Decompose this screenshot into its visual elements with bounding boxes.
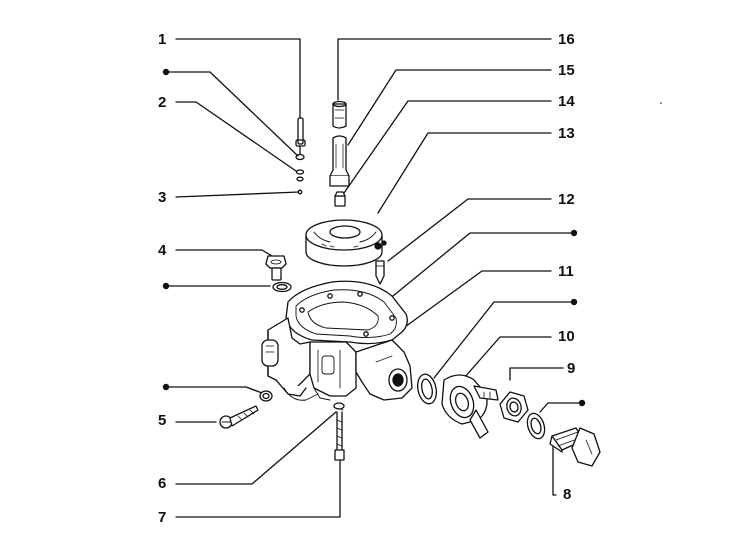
leader-line-unnumbered-d bbox=[392, 232, 575, 297]
callout-number: 13 bbox=[558, 125, 575, 142]
part-washer-hole bbox=[276, 284, 288, 290]
leader-line-9 bbox=[509, 367, 564, 381]
leader-line-unnumbered-f bbox=[539, 402, 583, 413]
speck bbox=[660, 102, 662, 104]
leader-line-7 bbox=[175, 459, 341, 518]
callout-number: 1 bbox=[158, 31, 167, 48]
leader-line-15 bbox=[347, 69, 552, 146]
part-small-ring-hole bbox=[262, 392, 270, 400]
callout-number: 8 bbox=[563, 486, 572, 503]
callout-dot bbox=[578, 399, 586, 407]
leader-line-10 bbox=[463, 336, 552, 379]
callout-number: 15 bbox=[558, 62, 575, 79]
part-carburettor-body bbox=[261, 280, 413, 401]
callout-dot bbox=[570, 229, 578, 237]
part-needle bbox=[295, 117, 306, 155]
callout-number: 10 bbox=[558, 328, 575, 345]
part-small-ring bbox=[259, 390, 273, 402]
callout-number: 16 bbox=[558, 31, 575, 48]
leader-line-4 bbox=[175, 249, 273, 257]
callout-number: 11 bbox=[558, 263, 574, 280]
part-long-screw bbox=[334, 411, 345, 461]
part-fitting bbox=[265, 255, 287, 281]
leader-line-unnumbered-a bbox=[165, 71, 299, 157]
leader-line-13 bbox=[377, 132, 552, 214]
leader-line-14 bbox=[343, 100, 552, 194]
part-atomiser bbox=[329, 135, 350, 187]
leader-line-11 bbox=[397, 270, 552, 333]
part-banjo-union bbox=[441, 374, 499, 439]
part-float-needle bbox=[375, 260, 385, 285]
leader-line-1 bbox=[175, 38, 301, 119]
part-spring bbox=[333, 402, 345, 411]
callout-number: 7 bbox=[158, 509, 167, 526]
callout-dot bbox=[162, 68, 170, 76]
leader-line-unnumbered-c bbox=[165, 386, 263, 394]
callout-dot bbox=[570, 298, 578, 306]
callout-number: 4 bbox=[158, 242, 167, 259]
leader-lines bbox=[165, 38, 583, 518]
part-float-disc bbox=[305, 219, 387, 267]
leader-line-16 bbox=[337, 38, 552, 101]
part-gasket-ring bbox=[417, 373, 437, 405]
callout-number: 14 bbox=[558, 93, 575, 110]
callout-dots bbox=[162, 68, 662, 407]
leader-line-8 bbox=[552, 445, 557, 496]
part-banjo-washer bbox=[526, 412, 546, 440]
leader-line-unnumbered-e bbox=[433, 301, 575, 379]
part-banjo-bolt bbox=[549, 427, 601, 467]
part-nut bbox=[499, 391, 529, 423]
part-idle-screw bbox=[219, 405, 259, 429]
callout-number: 12 bbox=[558, 191, 575, 208]
callout-number: 2 bbox=[158, 94, 167, 111]
callout-dot bbox=[162, 383, 170, 391]
leader-line-6 bbox=[175, 411, 337, 485]
part-washer bbox=[272, 281, 292, 293]
callout-number: 5 bbox=[158, 412, 167, 429]
callout-number: 3 bbox=[158, 189, 167, 206]
part-clip-rings bbox=[295, 153, 305, 195]
part-tube bbox=[332, 100, 347, 129]
callout-number: 9 bbox=[567, 360, 576, 377]
callout-dot bbox=[162, 282, 170, 290]
leader-line-2 bbox=[175, 101, 297, 172]
callout-number: 6 bbox=[158, 475, 167, 492]
leader-line-12 bbox=[387, 198, 552, 262]
part-nozzle bbox=[334, 191, 346, 207]
leader-line-3 bbox=[175, 191, 300, 198]
